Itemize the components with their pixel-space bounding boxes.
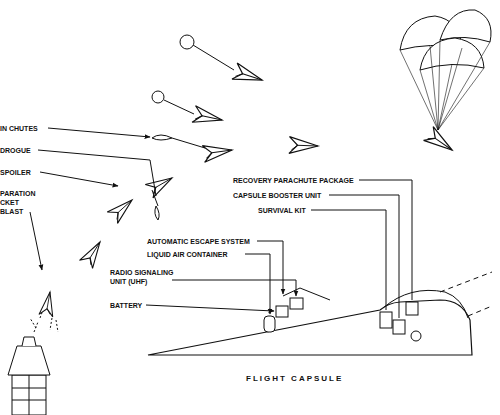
glider-stage	[107, 194, 137, 223]
part-label: PARATION CKET BLAST	[0, 189, 44, 216]
escape-system-part	[283, 288, 330, 300]
survival-kit-part	[380, 312, 392, 328]
chute-streamer	[152, 135, 172, 140]
glider-stage	[192, 106, 224, 128]
main-chute	[440, 10, 491, 42]
leader-arrow	[30, 212, 42, 270]
part-label: DROGUE	[0, 146, 31, 155]
leader-line	[245, 254, 270, 314]
drogue-ball	[180, 35, 194, 49]
radio-part	[290, 298, 303, 309]
glider-stage	[145, 171, 176, 198]
leader-arrow	[48, 128, 150, 137]
flight-capsule	[148, 300, 472, 355]
shroud-lines	[400, 40, 490, 130]
glider-stage	[289, 137, 318, 155]
drogue-line	[164, 100, 194, 114]
booster-body	[12, 375, 46, 415]
battery-part	[276, 306, 288, 317]
glider-stage	[202, 142, 233, 163]
spoiler-chute	[155, 206, 159, 220]
leader-line	[146, 305, 274, 311]
glider-stage	[232, 63, 265, 88]
leader-line	[329, 195, 399, 318]
part-label: SURVIVAL KIT	[258, 206, 306, 215]
leader-arrow	[40, 172, 118, 186]
liquid-air-part	[264, 316, 275, 332]
part-label: RADIO SIGNALING UNIT (UHF)	[110, 268, 176, 286]
leader-arrow	[38, 150, 156, 196]
part-label: CAPSULE BOOSTER UNIT	[233, 191, 321, 200]
capsule-canopy	[383, 290, 468, 318]
caption-label: FLIGHT CAPSULE	[246, 374, 343, 383]
glider-stage	[39, 291, 57, 317]
booster-nozzle	[411, 331, 421, 341]
capsule-on-pad	[8, 346, 50, 375]
drogue-ball	[152, 91, 164, 103]
glider-stage	[424, 127, 457, 157]
part-label: RECOVERY PARACHUTE PACKAGE	[233, 176, 354, 185]
parachute-package-part	[406, 302, 418, 315]
part-label: LIQUID AIR CONTAINER	[147, 250, 228, 259]
capsule-nose	[22, 337, 36, 346]
booster-part	[393, 320, 405, 334]
glider-stage	[79, 238, 106, 269]
part-label: IN CHUTES	[0, 124, 38, 133]
extension-line	[440, 272, 492, 316]
drogue-line	[193, 45, 234, 70]
leader-line	[311, 210, 386, 310]
booster-stripes	[12, 375, 46, 415]
part-label: SPOILER	[0, 168, 31, 177]
leader-line	[172, 280, 296, 296]
chute-streamer	[172, 138, 205, 148]
part-label: BATTERY	[110, 301, 142, 310]
blast-trail	[50, 318, 58, 332]
part-label: AUTOMATIC ESCAPE SYSTEM	[147, 237, 250, 246]
